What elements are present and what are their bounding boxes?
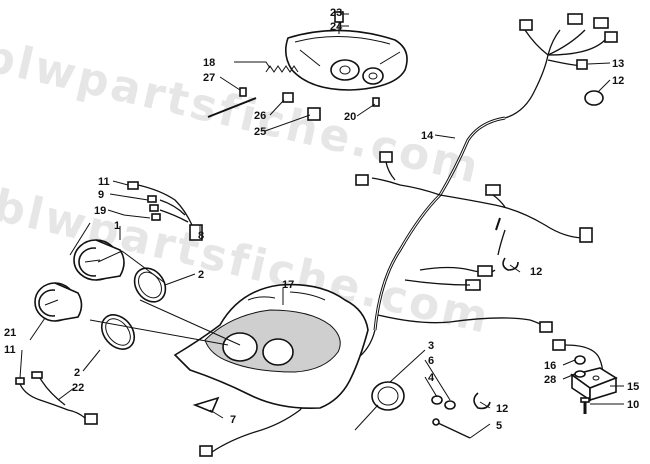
headlight-adjust-screw-27: [207, 87, 257, 118]
callout-28: 28: [544, 374, 556, 386]
warning-decal-7: [192, 396, 220, 414]
callout-1: 1: [114, 220, 120, 232]
nut-16-washer-28: [574, 355, 586, 378]
clip-12-bottom: [473, 392, 491, 410]
nut-4: [431, 395, 443, 405]
callout-12-bottom: 12: [496, 403, 508, 415]
callout-12-top: 12: [612, 75, 624, 87]
connector-8: [189, 224, 203, 241]
callout-3: 3: [428, 340, 434, 352]
callout-27: 27: [203, 72, 215, 84]
callout-12-mid: 12: [530, 266, 542, 278]
connector-11-top: [127, 181, 193, 226]
callout-2-bottom: 2: [74, 367, 80, 379]
callout-17: 17: [282, 279, 294, 291]
connector-9: [147, 195, 189, 223]
speedometer-1: [73, 239, 125, 281]
tachometer-21: [34, 282, 83, 322]
dash-panel-17: [173, 283, 369, 410]
gauge-ring-2-top: [133, 267, 167, 303]
fuel-gauge-3: [354, 381, 405, 431]
headlight-adjuster-spring: [265, 65, 299, 73]
callout-5: 5: [496, 420, 502, 432]
callout-6: 6: [428, 355, 434, 367]
callout-26: 26: [254, 110, 266, 122]
callout-22: 22: [72, 382, 84, 394]
headlight-bulb-26-25: [282, 92, 321, 121]
bolt-10: [580, 397, 590, 414]
callout-4: 4: [428, 372, 435, 384]
washer-6: [444, 400, 456, 410]
callout-19: 19: [94, 205, 106, 217]
leader-lines: [19, 13, 624, 439]
callout-14: 14: [421, 130, 434, 142]
callout-7: 7: [230, 414, 236, 426]
callout-23: 23: [330, 7, 342, 19]
callout-18: 18: [203, 57, 215, 69]
callout-15: 15: [627, 381, 639, 393]
callout-13: 13: [612, 58, 624, 70]
callout-labels: 23 24 18 27 26 25 20 14 13 12 11 9 19 8 …: [4, 7, 639, 432]
harness-22: [19, 377, 98, 425]
callout-8: 8: [198, 230, 204, 242]
callout-25: 25: [254, 126, 266, 138]
callout-20: 20: [344, 111, 356, 123]
wiring-harness-14: [199, 13, 618, 457]
callout-9: 9: [98, 189, 104, 201]
voltage-regulator-15: [570, 367, 618, 402]
cable-5: [432, 418, 471, 439]
callout-16: 16: [544, 360, 556, 372]
callout-21: 21: [4, 327, 16, 339]
clip-12-top: [584, 90, 604, 106]
callout-24: 24: [330, 21, 343, 33]
headlight-housing: [284, 29, 408, 91]
clip-12-mid: [502, 257, 519, 271]
gauge-ring-2-bottom: [100, 314, 136, 350]
headlight-grommet-20: [372, 97, 380, 107]
bulb-socket-23-24: [334, 11, 344, 34]
callout-11-bottom: 11: [4, 344, 16, 356]
callout-11-top: 11: [98, 176, 110, 188]
callout-10: 10: [627, 399, 639, 411]
callout-2-top: 2: [198, 269, 204, 281]
